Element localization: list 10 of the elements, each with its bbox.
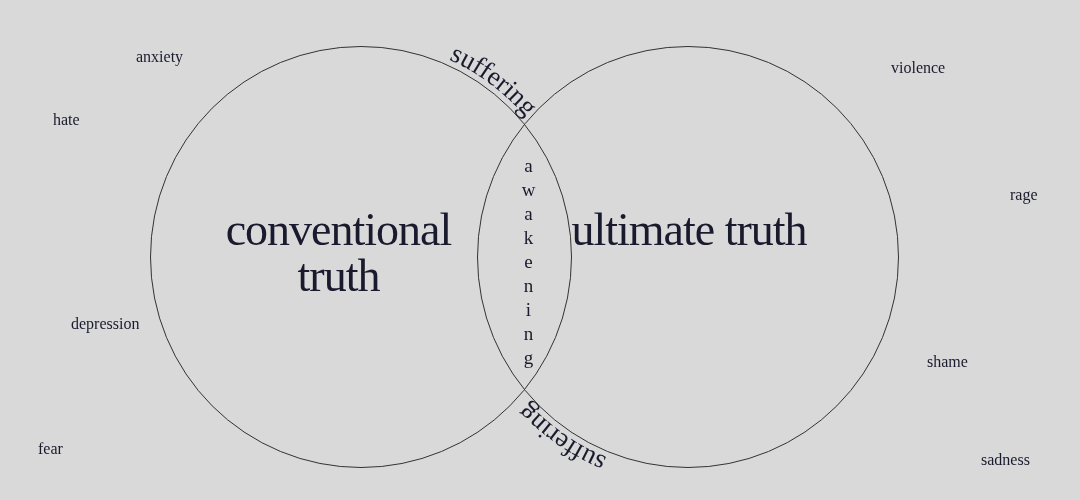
emotion-label: fear: [38, 440, 63, 458]
emotion-label: anxiety: [136, 48, 184, 66]
emotion-label: violence: [891, 59, 946, 77]
emotion-label: hate: [53, 111, 80, 129]
emotion-label: shame: [927, 353, 968, 371]
emotion-label: sadness: [981, 451, 1030, 469]
circle-label: ultimate truth: [570, 207, 808, 253]
emotion-label: rage: [1010, 186, 1038, 204]
overlap-label: awakening: [517, 155, 539, 371]
circle-label: conventional truth: [224, 207, 453, 299]
